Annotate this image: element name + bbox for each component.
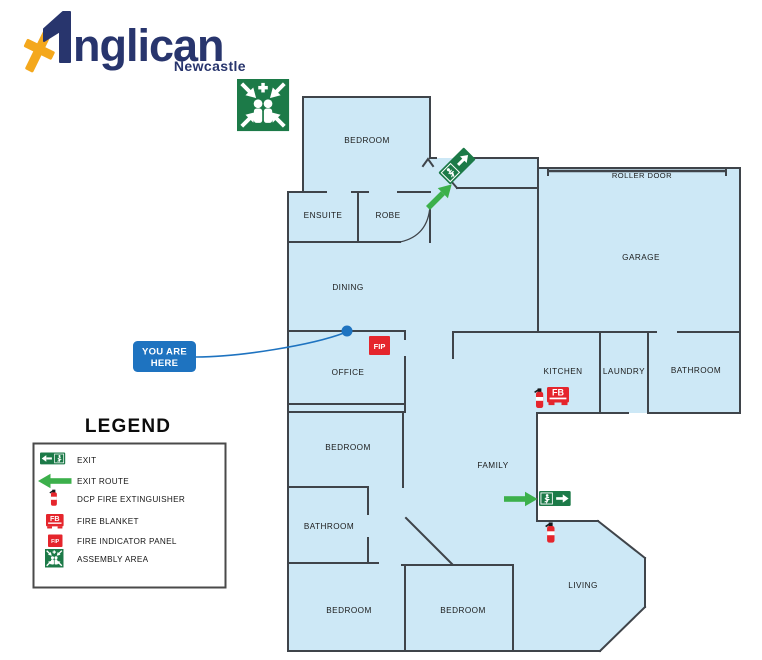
legend-fire-blanket-icon: FB (46, 514, 64, 529)
fb-label: FB (552, 388, 564, 398)
legend-fip-label: FIP (51, 539, 60, 545)
logo-wordmark: nglican (73, 20, 224, 71)
legend-fb-label: FB (50, 514, 60, 523)
room-label-bathroom-left: BATHROOM (304, 522, 354, 531)
anglican-newcastle-logo: nglican Newcastle (23, 11, 246, 74)
legend-label-fire-indicator: FIRE INDICATOR PANEL (77, 537, 177, 546)
legend-title: LEGEND (85, 416, 171, 437)
room-label-bathroom-right: BATHROOM (671, 366, 721, 375)
assembly-area-icon (235, 77, 292, 134)
room-labels: BEDROOM ENSUITE ROBE DINING OFFICE ROLLE… (304, 136, 721, 615)
you-are-here-line1: YOU ARE (142, 347, 187, 358)
you-are-here-dot (341, 325, 353, 337)
legend-exit-sign-icon (40, 453, 65, 465)
room-label-ensuite: ENSUITE (304, 211, 343, 220)
room-label-bedroom-bottom-left: BEDROOM (326, 606, 371, 615)
legend-fire-indicator-panel-icon: FIP (48, 534, 63, 547)
room-label-family: FAMILY (477, 461, 508, 470)
you-are-here-badge (133, 341, 196, 372)
you-are-here-callout: YOU ARE HERE (133, 325, 353, 372)
legend-label-exit: EXIT (77, 456, 96, 465)
room-label-garage: GARAGE (622, 253, 660, 262)
fip-label: FIP (374, 342, 386, 351)
fire-blanket-icon: FB (547, 387, 569, 406)
room-label-bedroom-top: BEDROOM (344, 136, 389, 145)
legend: LEGEND EXIT EXIT ROUTE DCP FIRE EXTINGUI… (32, 416, 227, 589)
room-label-kitchen: KITCHEN (543, 367, 582, 376)
logo-letter-a (43, 11, 71, 63)
room-label-office: OFFICE (332, 368, 365, 377)
logo-subtitle: Newcastle (174, 58, 246, 74)
legend-label-fire-blanket: FIRE BLANKET (77, 517, 139, 526)
legend-label-assembly: ASSEMBLY AREA (77, 555, 149, 564)
room-label-dining: DINING (332, 283, 363, 292)
room-label-bedroom-mid: BEDROOM (325, 443, 370, 452)
fire-indicator-panel-icon: FIP (369, 336, 390, 355)
legend-label-exit-route: EXIT ROUTE (77, 477, 129, 486)
room-label-bedroom-bottom-mid: BEDROOM (440, 606, 485, 615)
exit-sign-family-icon (539, 491, 571, 506)
roller-door (547, 168, 727, 176)
you-are-here-line2: HERE (151, 358, 179, 369)
room-label-robe: ROBE (375, 211, 400, 220)
walls (287, 96, 741, 653)
legend-box (32, 442, 227, 589)
robe-door-arc (399, 205, 431, 243)
room-label-living: LIVING (568, 581, 598, 590)
legend-label-extinguisher: DCP FIRE EXTINGUISHER (77, 495, 185, 504)
room-label-laundry: LAUNDRY (603, 367, 645, 376)
legend-assembly-area-icon (44, 548, 65, 569)
roller-door-label: ROLLER DOOR (612, 171, 672, 180)
